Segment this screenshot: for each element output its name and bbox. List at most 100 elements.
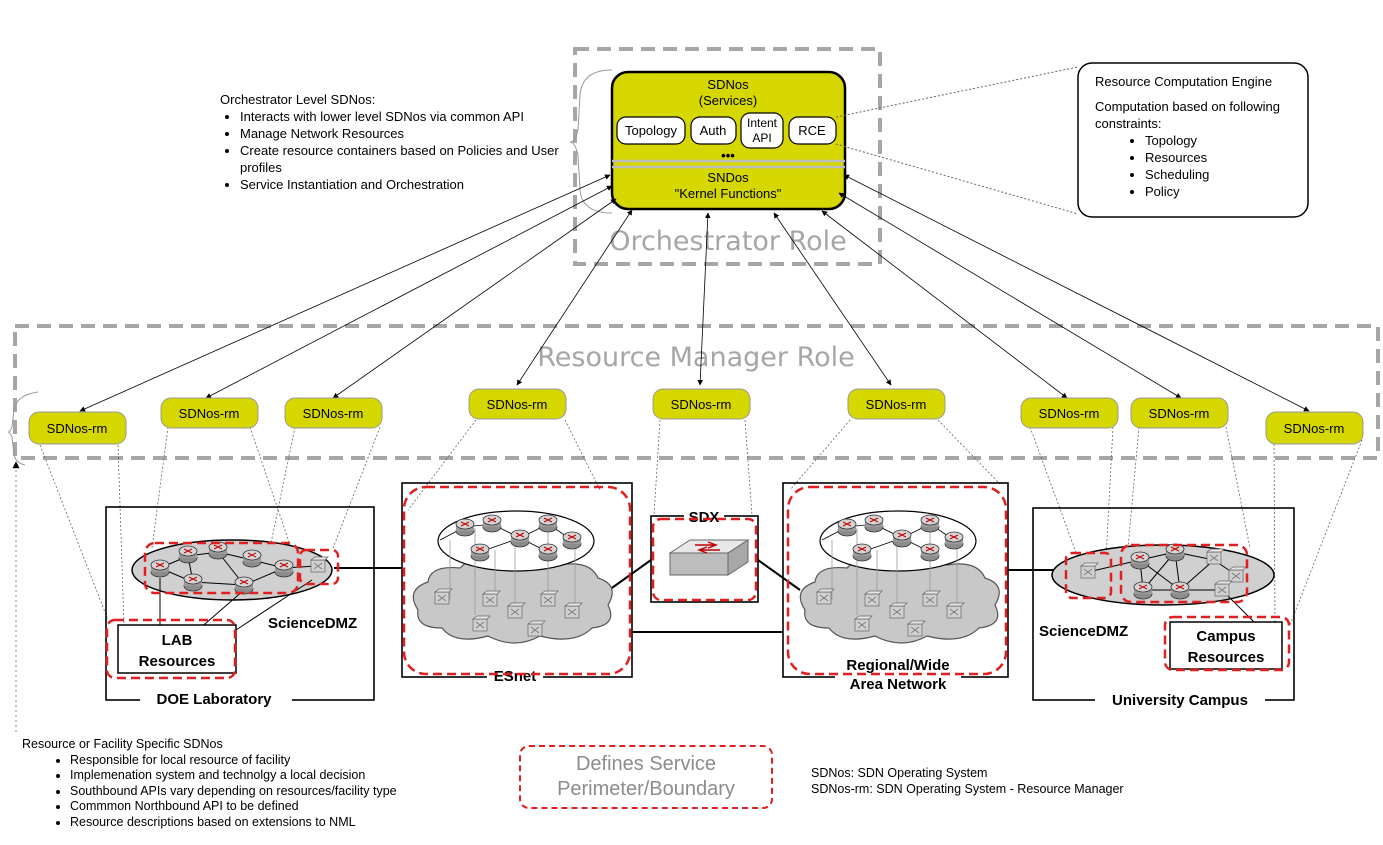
lab-resources-line1: LAB (162, 632, 193, 649)
science-dmz-left-label: ScienceDMZ (268, 615, 357, 632)
svg-text:SDNos-rm: SDNos-rm (671, 397, 732, 412)
orchestrator-notes-list: Interacts with lower level SDNos via com… (220, 108, 570, 193)
services-title: SDNos (707, 77, 749, 92)
perimeter-univ-dmz (1064, 551, 1113, 600)
svg-text:SDNos-rm: SDNos-rm (487, 397, 548, 412)
perimeter-regional (786, 485, 1008, 676)
sdnos-rm-node-5: SDNos-rm (652, 388, 751, 420)
orchestration-arrows (79, 174, 1310, 412)
list-item: Commmon Northbound API to be defined (70, 799, 492, 815)
list-item: Topology (1145, 132, 1301, 149)
module-intent-api-box (740, 112, 784, 149)
services-subtitle: (Services) (699, 93, 758, 108)
service-perimeters (105, 485, 1291, 680)
kernel-title: SNDos (707, 170, 749, 185)
sdnos-rm-nodes: SDNos-rm SDNos-rm SDNos-rm SDNos-rm SDNo… (28, 388, 1364, 445)
esnet-network (412, 510, 613, 644)
rm-link (789, 419, 1001, 491)
list-item: Interacts with lower level SDNos via com… (240, 108, 570, 125)
svg-text:SDNos-rm: SDNos-rm (303, 406, 364, 421)
rce-constraint-list: Topology Resources Scheduling Policy (1095, 132, 1301, 200)
science-dmz-right-label: ScienceDMZ (1039, 623, 1128, 640)
svg-text:SDNos-rm: SDNos-rm (1039, 406, 1100, 421)
inter-site-links (334, 559, 1060, 633)
perimeter-esnet (402, 485, 632, 676)
perimeter-univ-network (1119, 543, 1249, 604)
module-topology-box (616, 116, 686, 145)
orchestrator-role-label: Orchestrator Role (609, 226, 847, 257)
university-title: University Campus (1112, 692, 1248, 709)
ellipsis: ••• (721, 148, 735, 163)
lab-resources-line2: Resources (139, 653, 216, 670)
perimeter-doe-dmz (298, 548, 340, 586)
doe-lab-title: DOE Laboratory (156, 691, 272, 708)
resource-manager-role-label: Resource Manager Role (537, 342, 855, 373)
rm-left-brace (7, 391, 39, 466)
acronym-sdnos: SDNos: SDN Operating System (811, 766, 988, 780)
rm-link (39, 444, 125, 626)
rm-link (653, 419, 753, 516)
acronym-sdnos-rm: SDNos-rm: SDN Operating System - Resourc… (811, 782, 1124, 796)
esnet-title-bg (487, 666, 543, 684)
service-perimeter-legend: Defines Service Perimeter/Boundary (519, 745, 773, 809)
module-topology-label: Topology (625, 123, 678, 138)
list-item: Policy (1145, 183, 1301, 200)
list-item: Responsible for local resource of facili… (70, 753, 492, 769)
facility-notes: Resource or Facility Specific SDNos Resp… (22, 737, 492, 830)
regional-title-bg (835, 656, 961, 696)
list-item: Service Instantiation and Orchestration (240, 176, 570, 193)
svg-text:SDNos-rm: SDNos-rm (47, 421, 108, 436)
rm-link (269, 426, 381, 549)
regional-network (799, 510, 1000, 644)
orchestrator-role-boundary (573, 47, 882, 266)
sdnos-rm-node-3: SDNos-rm (284, 397, 383, 429)
rm-link (1029, 426, 1114, 559)
svg-text:SDNos-rm: SDNos-rm (1149, 406, 1210, 421)
sdnos-rm-node-8: SDNos-rm (1130, 397, 1229, 429)
svg-text:SDNos-rm: SDNos-rm (866, 397, 927, 412)
module-auth-box (690, 116, 737, 145)
rm-link (151, 426, 291, 549)
rm-link (1273, 439, 1363, 626)
perimeter-lab-resources (105, 618, 237, 680)
campus-resources-line1: Campus (1196, 628, 1255, 645)
list-item: Southbound APIs vary depending on resour… (70, 784, 492, 800)
module-rce-label: RCE (798, 123, 826, 138)
sdx-title: SDX (689, 509, 720, 526)
legend-perimeter-line1: Defines Service (575, 753, 717, 775)
acronym-legend: SDNos: SDN Operating System SDNos-rm: SD… (811, 765, 1231, 797)
list-item: Resource descriptions based on extension… (70, 815, 492, 831)
rm-link (407, 419, 601, 511)
rce-title: Resource Computation Engine (1095, 74, 1273, 89)
list-item: Implemenation system and technolgy a loc… (70, 768, 492, 784)
module-rce-box (788, 116, 837, 145)
sdnos-rm-node-7: SDNos-rm (1020, 397, 1119, 429)
perimeter-campus-resources (1163, 615, 1291, 672)
university-network (1051, 543, 1275, 629)
arrow-rm-1 (79, 174, 611, 412)
campus-resources-line2: Resources (1188, 649, 1265, 666)
legend-perimeter-line2: Perimeter/Boundary (557, 778, 735, 800)
campus-resources-box (1169, 621, 1283, 670)
list-item: Scheduling (1145, 166, 1301, 183)
facility-notes-heading: Resource or Facility Specific SDNos (22, 737, 223, 751)
sdnos-rm-node-6: SDNos-rm (847, 388, 946, 420)
doe-lab-title-bg (140, 689, 292, 707)
rce-intro: Computation based on following constrain… (1095, 99, 1281, 131)
facility-notes-list: Responsible for local resource of facili… (22, 753, 492, 831)
rce-callout-line-bottom (835, 143, 1079, 215)
list-item: Resources (1145, 149, 1301, 166)
svg-text:SDNos-rm: SDNos-rm (1284, 421, 1345, 436)
rm-management-links (39, 419, 1363, 626)
orchestrator-notes: Orchestrator Level SDNos: Interacts with… (220, 91, 570, 193)
university-title-bg (1095, 690, 1265, 708)
orchestrator-notes-heading: Orchestrator Level SDNos: (220, 92, 376, 107)
regional-title-line1: Regional/Wide (846, 657, 949, 674)
doe-lab-network (131, 539, 333, 631)
arrow-rm-9 (843, 174, 1310, 412)
list-item: Manage Network Resources (240, 125, 570, 142)
module-auth-label: Auth (700, 123, 727, 138)
perimeter-doe-network (143, 541, 300, 595)
